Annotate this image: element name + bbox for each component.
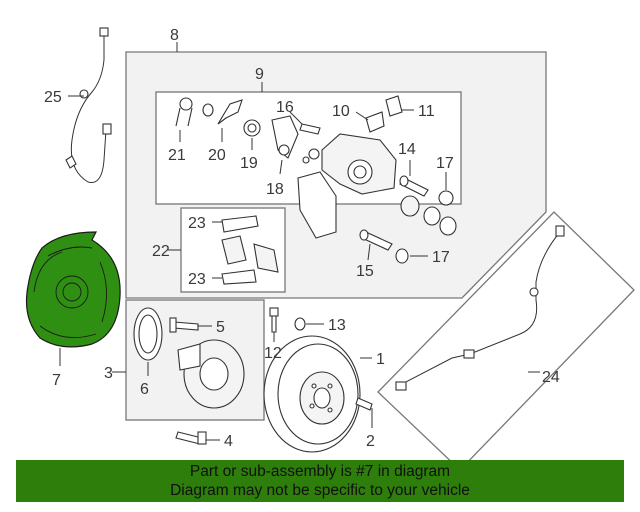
callout-4: 4 xyxy=(224,433,233,450)
piston-seals xyxy=(400,195,457,236)
wear-sensor-10 xyxy=(355,111,385,133)
dust-cap-19 xyxy=(243,119,261,137)
caliper-body xyxy=(297,133,397,239)
callout-21: 21 xyxy=(168,147,186,164)
callout-23a: 23 xyxy=(188,215,206,232)
callout-17a: 17 xyxy=(436,155,454,172)
callout-12: 12 xyxy=(264,345,282,362)
callout-24: 24 xyxy=(542,369,560,386)
brake-hose-24 xyxy=(395,225,565,391)
pad-clip-23a xyxy=(221,215,259,233)
callout-2: 2 xyxy=(366,433,375,450)
bleeder-bolt-16 xyxy=(289,111,321,135)
banner-line-2: Diagram may not be specific to your vehi… xyxy=(170,482,470,499)
bolt-12 xyxy=(269,307,279,333)
banner-line-1: Part or sub-assembly is #7 in diagram xyxy=(189,463,451,480)
retaining-clip-20 xyxy=(202,99,243,125)
callout-13: 13 xyxy=(328,317,346,334)
hose-box-24 xyxy=(377,211,635,460)
callout-11: 11 xyxy=(418,103,435,120)
callout-19: 19 xyxy=(240,155,258,172)
callout-9: 9 xyxy=(255,66,264,83)
callout-23b: 23 xyxy=(188,271,206,288)
bolt-4 xyxy=(175,431,207,445)
callout-10: 10 xyxy=(332,103,350,120)
callout-22: 22 xyxy=(152,243,170,260)
spring-clip-21 xyxy=(175,97,193,127)
brake-pads xyxy=(221,235,279,273)
abs-sensor-wire-25 xyxy=(65,27,112,184)
connector-11 xyxy=(385,95,414,117)
callout-25: 25 xyxy=(44,89,62,106)
washer-13 xyxy=(294,317,306,331)
pad-clip-23b xyxy=(221,269,257,285)
guide-pin-15 xyxy=(359,229,409,264)
hub-bearing xyxy=(177,339,245,409)
callout-5: 5 xyxy=(216,319,225,336)
callout-18: 18 xyxy=(266,181,284,198)
parts-diagram: 8 9 25 7 21 20 xyxy=(25,27,635,460)
callout-14: 14 xyxy=(398,141,416,158)
callout-20: 20 xyxy=(208,147,226,164)
dust-shield-7 xyxy=(25,231,121,348)
callout-17b: 17 xyxy=(432,249,450,266)
callout-15: 15 xyxy=(356,263,374,280)
callout-3: 3 xyxy=(104,365,113,382)
tone-ring-6 xyxy=(133,307,163,361)
rotor-screw-2 xyxy=(355,397,373,411)
callout-8: 8 xyxy=(170,27,179,44)
guide-pin-14 xyxy=(399,175,429,197)
brake-rotor-1 xyxy=(263,335,361,453)
guide-bracket-18 xyxy=(271,115,299,159)
callout-7: 7 xyxy=(52,372,61,389)
callout-1: 1 xyxy=(376,351,385,368)
hub-bolt-5 xyxy=(169,317,199,333)
callout-6: 6 xyxy=(140,381,149,398)
pin-boot-17a xyxy=(438,190,454,206)
callout-16: 16 xyxy=(276,99,294,116)
info-banner: Part or sub-assembly is #7 in diagram Di… xyxy=(16,460,624,502)
